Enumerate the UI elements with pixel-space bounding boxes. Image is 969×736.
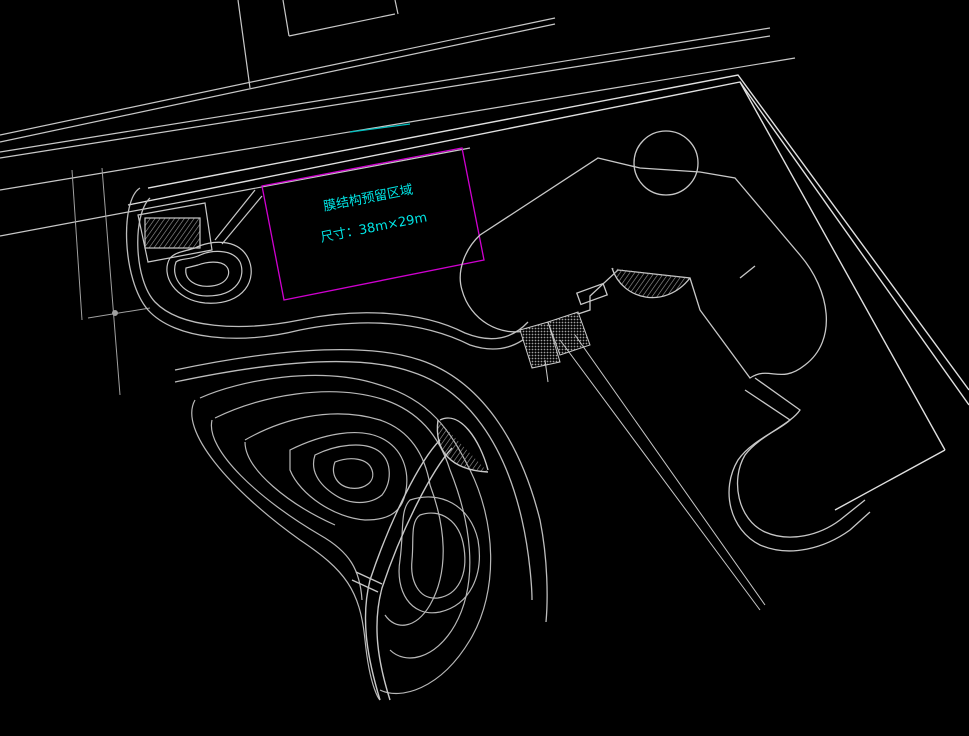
entrance-hatch <box>519 311 766 611</box>
survey-lines <box>71 167 151 396</box>
cyan-tick-mark <box>349 123 411 133</box>
pool-structure <box>137 189 263 304</box>
building-outline <box>459 130 871 552</box>
road-edge-lines <box>0 0 796 237</box>
curved-walkway <box>351 417 489 701</box>
site-boundary <box>127 74 969 511</box>
garden-path <box>125 187 548 623</box>
